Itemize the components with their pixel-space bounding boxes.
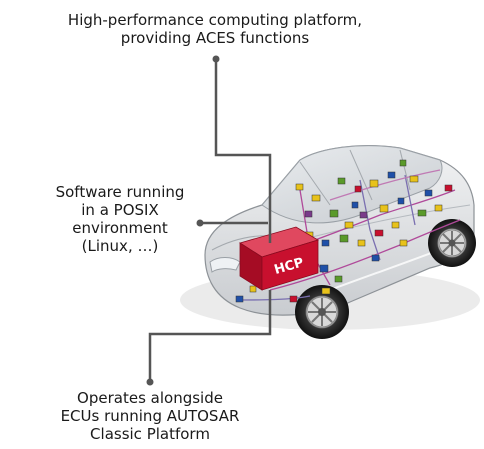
leader-dot-bottom bbox=[146, 378, 154, 386]
callout-middle-line-2: in a POSIX bbox=[81, 201, 159, 219]
callout-middle-line-1: Software running bbox=[55, 183, 185, 201]
callout-middle-line-4: (Linux, …) bbox=[81, 237, 159, 255]
callout-bottom-line-3: Classic Platform bbox=[90, 425, 210, 443]
leader-dot-middle bbox=[196, 219, 204, 227]
front-wheel bbox=[295, 285, 349, 339]
callout-top-line-1: High-performance computing platform, bbox=[67, 11, 363, 29]
leader-lines bbox=[148, 59, 272, 382]
callout-bottom-text: Operates alongside ECUs running AUTOSAR … bbox=[40, 389, 260, 443]
wiring-harness bbox=[239, 169, 461, 301]
car-illustration: HCP bbox=[180, 145, 480, 339]
callout-middle-line-3: environment bbox=[72, 219, 168, 237]
callout-middle-text: Software running in a POSIX environment … bbox=[30, 183, 210, 255]
callout-top-text: High-performance computing platform, pro… bbox=[20, 11, 410, 47]
callout-bottom-line-2: ECUs running AUTOSAR bbox=[60, 407, 240, 425]
hcp-box: HCP bbox=[239, 226, 319, 291]
rear-wheel bbox=[428, 219, 476, 267]
callout-top-line-2: providing ACES functions bbox=[120, 29, 310, 47]
leader-line-bottom bbox=[148, 290, 272, 382]
callout-bottom-line-1: Operates alongside bbox=[77, 389, 223, 407]
leader-dot-top bbox=[212, 55, 220, 63]
ecu-module-icon bbox=[235, 159, 453, 303]
leader-dots bbox=[146, 55, 220, 386]
leader-line-top bbox=[214, 59, 272, 243]
